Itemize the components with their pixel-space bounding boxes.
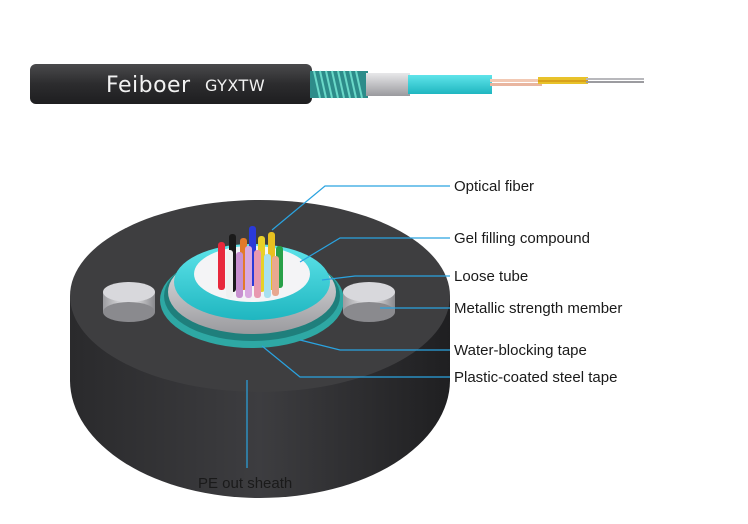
leader-water-blocking (299, 339, 450, 351)
cable-fibers (490, 77, 644, 86)
leader-gel-filling (299, 237, 450, 263)
label-loose-tube: Loose tube (454, 268, 528, 285)
strength-member-right (343, 282, 395, 322)
leader-optical-fiber (271, 185, 450, 231)
cable-side-view: Feiboer GYXTW (30, 64, 644, 104)
brand-text: Feiboer (106, 73, 191, 98)
cable-outer-sheath (30, 64, 312, 104)
label-metallic-strength: Metallic strength member (454, 300, 622, 317)
label-water-blocking: Water-blocking tape (454, 342, 587, 359)
label-plastic-steel: Plastic-coated steel tape (454, 369, 617, 386)
model-text: GYXTW (205, 76, 265, 95)
label-optical-fiber: Optical fiber (454, 178, 534, 195)
leader-plastic-steel (261, 345, 450, 378)
cable-loose-tube-strip (408, 75, 492, 94)
cable-cross-section (70, 200, 450, 498)
strength-member-left (103, 282, 155, 322)
label-gel-filling: Gel filling compound (454, 230, 590, 247)
cable-water-blocking-strip (366, 73, 410, 96)
leader-lines (246, 185, 450, 468)
optical-fibers-bundle (218, 226, 283, 298)
label-pe-sheath: PE out sheath (198, 475, 292, 492)
cable-helix-strands (313, 70, 363, 99)
leader-loose-tube (321, 275, 450, 281)
